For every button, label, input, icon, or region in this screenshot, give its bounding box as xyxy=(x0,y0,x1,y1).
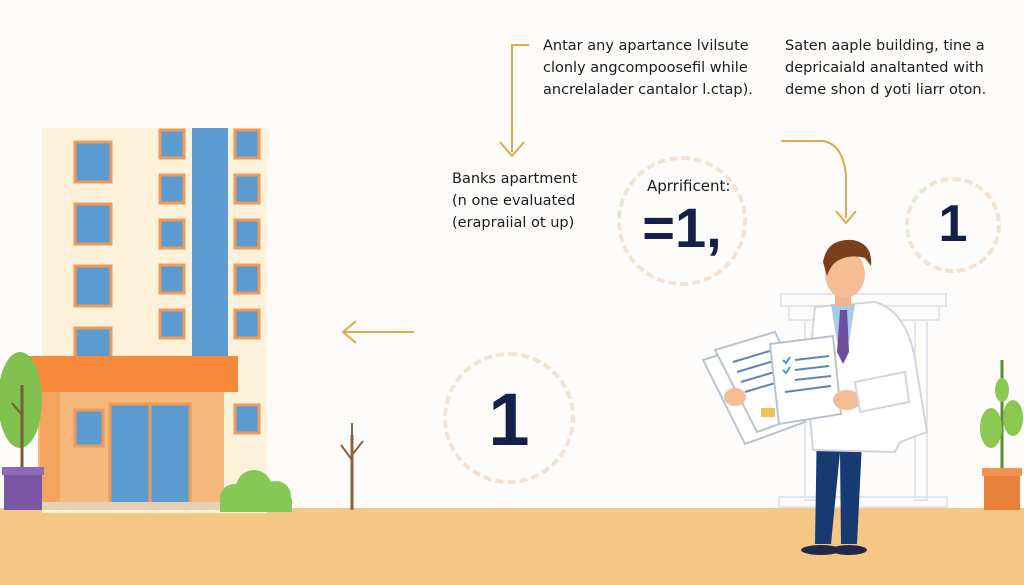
arrow-left-icon xyxy=(341,320,414,344)
badge-value-center: =1, xyxy=(642,196,722,259)
caption-top-right: Saten aaple building, tine a depricaiald… xyxy=(785,38,987,98)
badge-value-lower: 1 xyxy=(488,378,530,461)
arrow-down-icon xyxy=(781,140,857,225)
potted-plant-icon xyxy=(0,352,44,510)
badge-label: Aprrificent: xyxy=(647,177,731,195)
badge-value-right: 1 xyxy=(938,195,968,253)
value-badge-center xyxy=(617,156,747,286)
apartment-building-illustration xyxy=(28,128,267,513)
document-icon xyxy=(701,330,843,446)
appraiser-person-illustration xyxy=(701,239,929,555)
potted-plant-icon xyxy=(980,360,1023,510)
value-badge-right xyxy=(905,177,1001,273)
caption-top-center: Antar any apartance lvilsute clonly angc… xyxy=(543,38,753,98)
shrub-icon xyxy=(220,470,292,512)
arrow-down-icon xyxy=(499,44,529,158)
caption-mid-left: Banks apartment (n one evaluated (erapra… xyxy=(452,171,578,231)
bare-sapling-icon xyxy=(340,423,364,510)
value-badge-lower xyxy=(443,352,575,484)
